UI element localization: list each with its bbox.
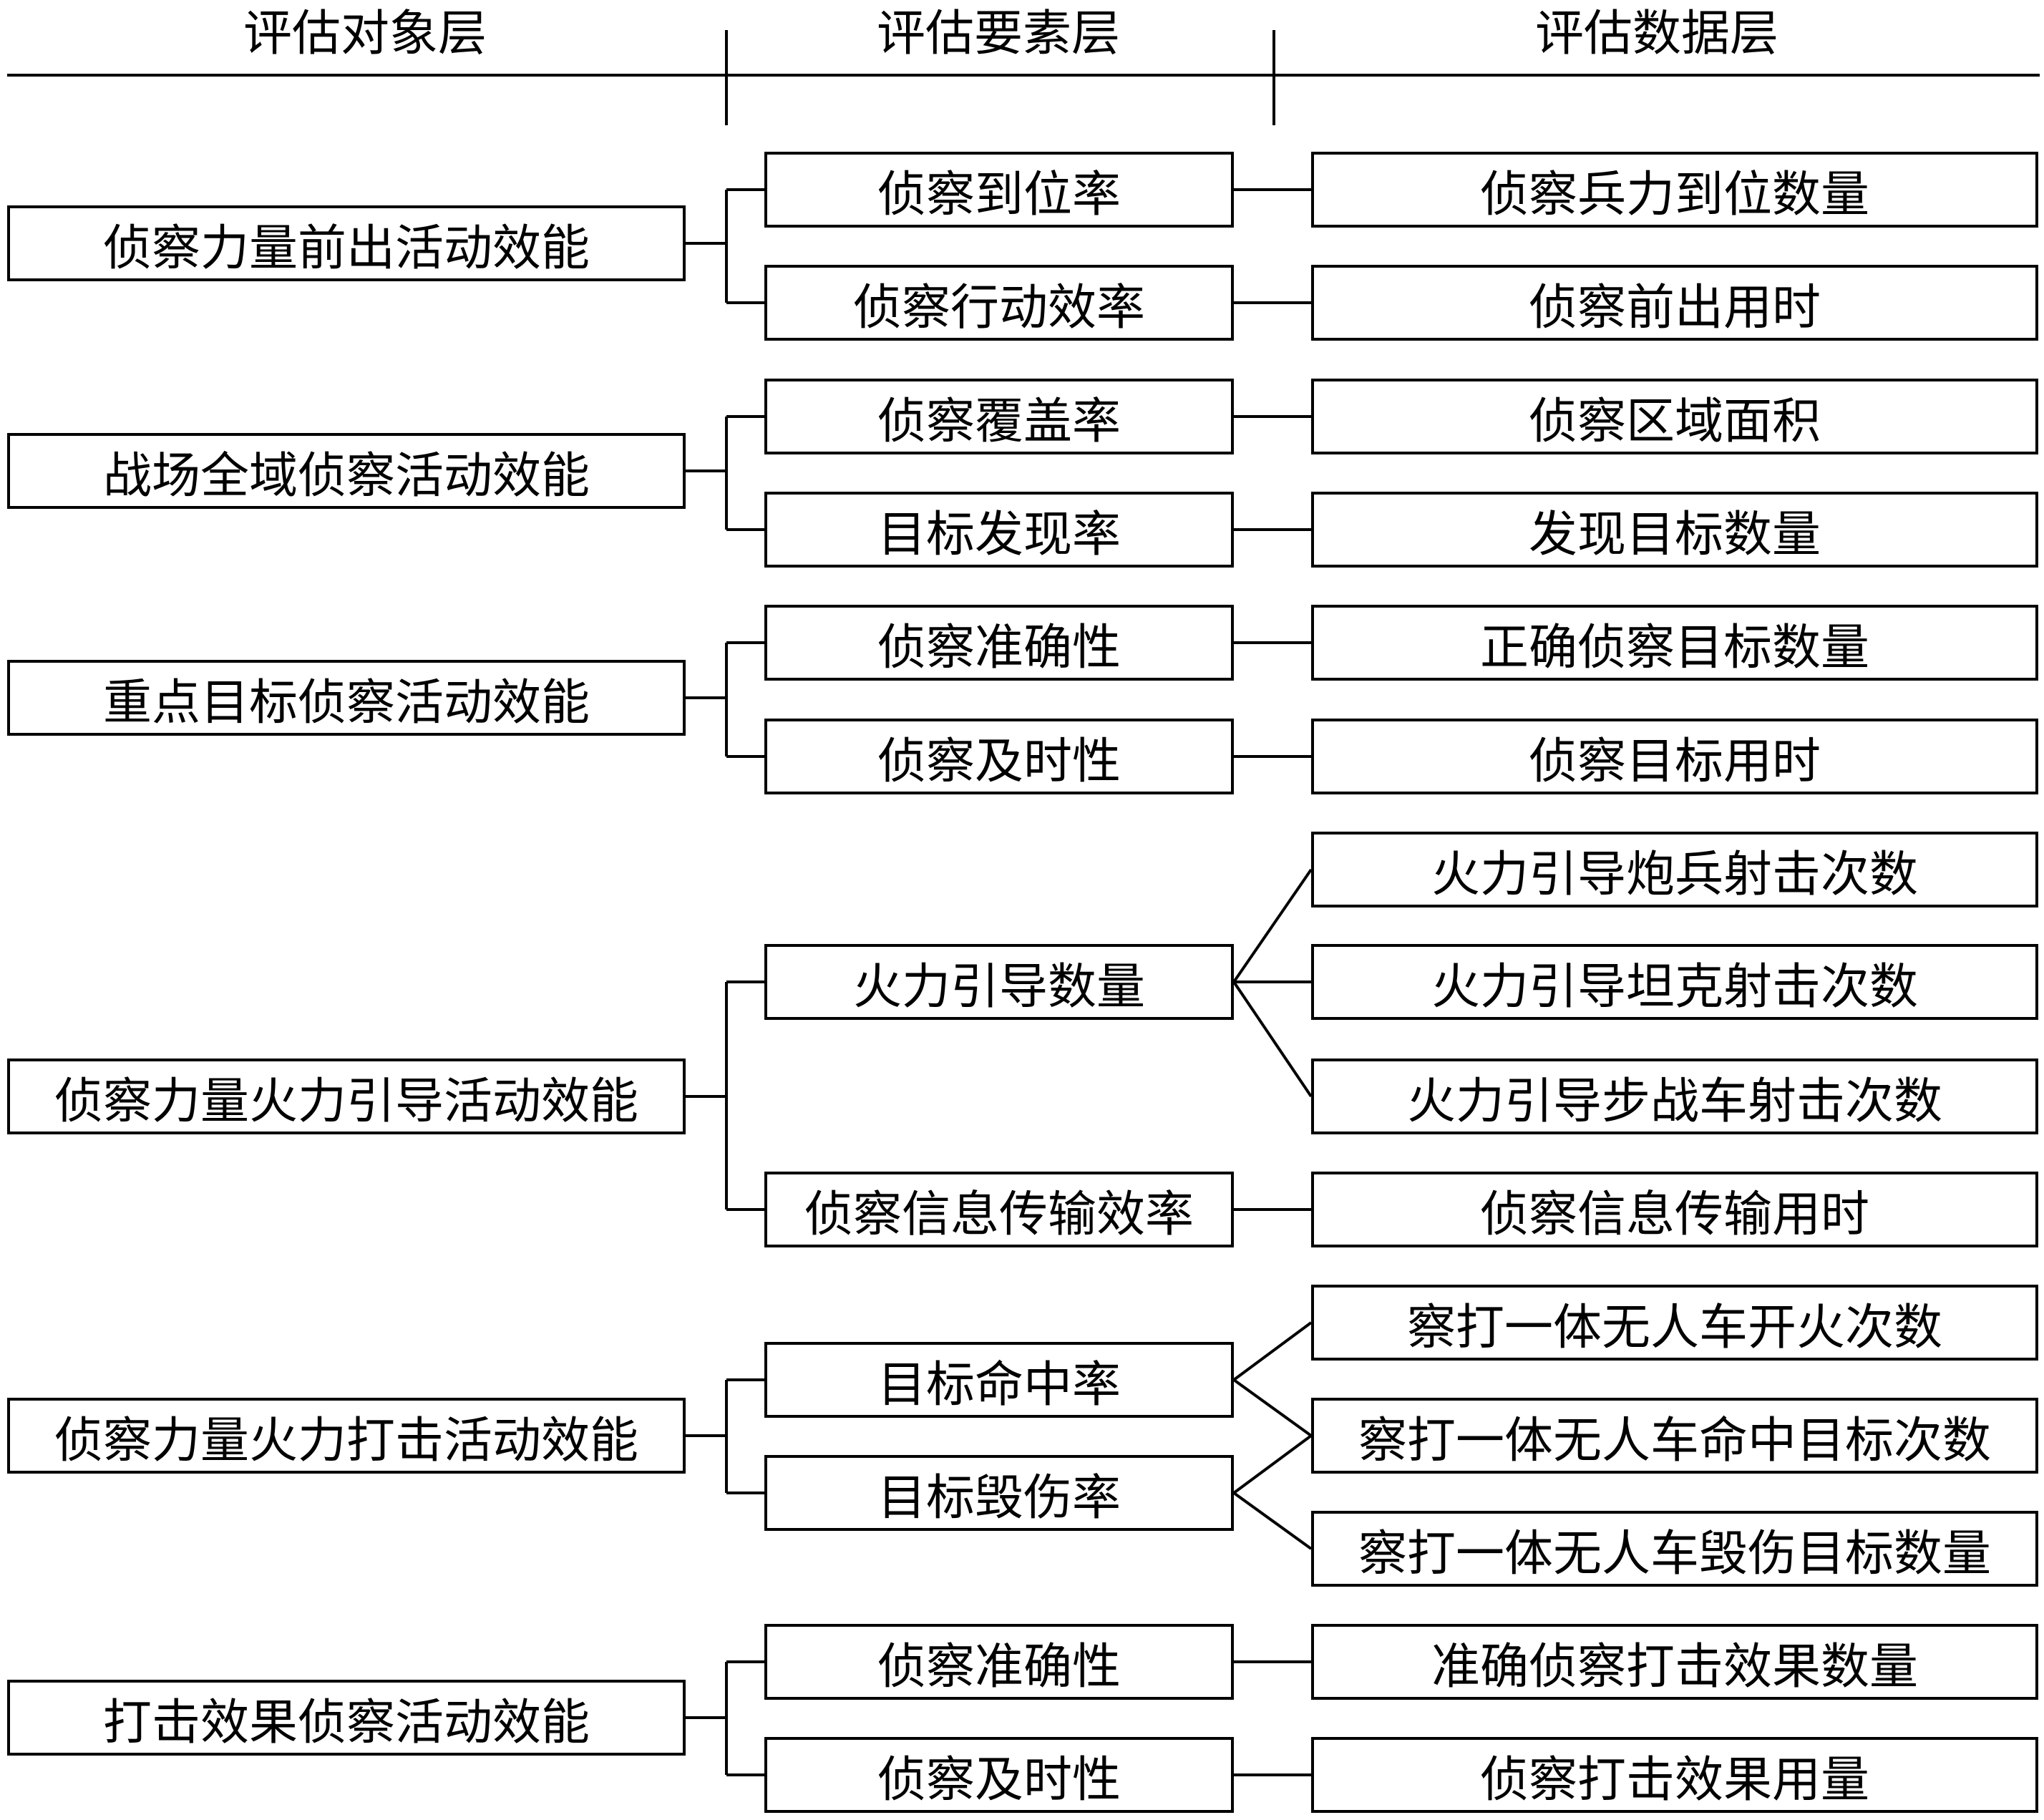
data-box: 侦察前出用时 — [1311, 265, 2038, 341]
element-box: 侦察准确性 — [764, 1624, 1234, 1700]
connector — [1232, 1321, 1313, 1381]
object-box: 侦察力量火力打击活动效能 — [7, 1398, 686, 1474]
connector — [1232, 1491, 1313, 1550]
data-box: 发现目标数量 — [1311, 492, 2038, 568]
element-box: 目标命中率 — [764, 1342, 1234, 1418]
data-box: 察打一体无人车毁伤目标数量 — [1311, 1511, 2038, 1587]
data-box: 侦察区域面积 — [1311, 379, 2038, 454]
element-box: 侦察准确性 — [764, 605, 1234, 681]
object-box: 侦察力量火力引导活动效能 — [7, 1059, 686, 1134]
element-box: 侦察信息传输效率 — [764, 1172, 1234, 1247]
data-box: 侦察目标用时 — [1311, 719, 2038, 794]
connector — [1232, 1378, 1313, 1437]
connector — [1232, 980, 1313, 1098]
element-box: 目标毁伤率 — [764, 1455, 1234, 1531]
data-box: 侦察打击效果用量 — [1311, 1737, 2038, 1813]
object-box: 打击效果侦察活动效能 — [7, 1680, 686, 1756]
header-object-layer: 评估对象层 — [243, 6, 487, 62]
element-box: 火力引导数量 — [764, 944, 1234, 1020]
element-box: 侦察到位率 — [764, 152, 1234, 228]
object-box: 战场全域侦察活动效能 — [7, 433, 686, 509]
object-box: 重点目标侦察活动效能 — [7, 660, 686, 736]
data-box: 火力引导坦克射击次数 — [1311, 944, 2038, 1020]
data-box: 火力引导炮兵射击次数 — [1311, 832, 2038, 907]
data-box: 火力引导步战车射击次数 — [1311, 1059, 2038, 1134]
element-box: 侦察及时性 — [764, 719, 1234, 794]
data-box: 侦察兵力到位数量 — [1311, 152, 2038, 228]
element-box: 侦察行动效率 — [764, 265, 1234, 341]
element-box: 目标发现率 — [764, 492, 1234, 568]
header-data-layer: 评估数据层 — [1534, 6, 1778, 62]
connector — [1232, 868, 1313, 983]
data-box: 察打一体无人车命中目标次数 — [1311, 1398, 2038, 1474]
data-box: 准确侦察打击效果数量 — [1311, 1624, 2038, 1700]
data-box: 侦察信息传输用时 — [1311, 1172, 2038, 1247]
data-box: 正确侦察目标数量 — [1311, 605, 2038, 681]
element-box: 侦察及时性 — [764, 1737, 1234, 1813]
header-element-layer: 评估要素层 — [876, 6, 1120, 62]
element-box: 侦察覆盖率 — [764, 379, 1234, 454]
connector — [1232, 1434, 1313, 1494]
data-box: 察打一体无人车开火次数 — [1311, 1285, 2038, 1361]
object-box: 侦察力量前出活动效能 — [7, 205, 686, 281]
